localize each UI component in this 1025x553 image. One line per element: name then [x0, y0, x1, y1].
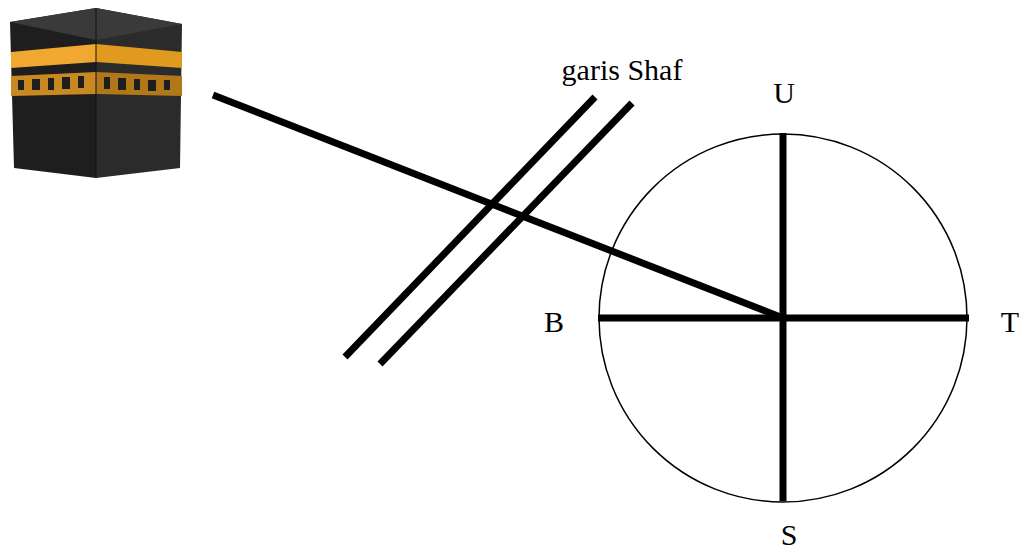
shaf-line: [380, 103, 632, 364]
qibla-line: [213, 95, 783, 318]
shaf-line: [345, 97, 595, 357]
direction-label: T: [1001, 307, 1019, 337]
kaaba-icon: [10, 8, 182, 178]
direction-label: B: [544, 307, 564, 337]
direction-label: U: [773, 78, 795, 108]
direction-label: S: [781, 520, 798, 550]
line-label: garis Shaf: [562, 55, 683, 85]
